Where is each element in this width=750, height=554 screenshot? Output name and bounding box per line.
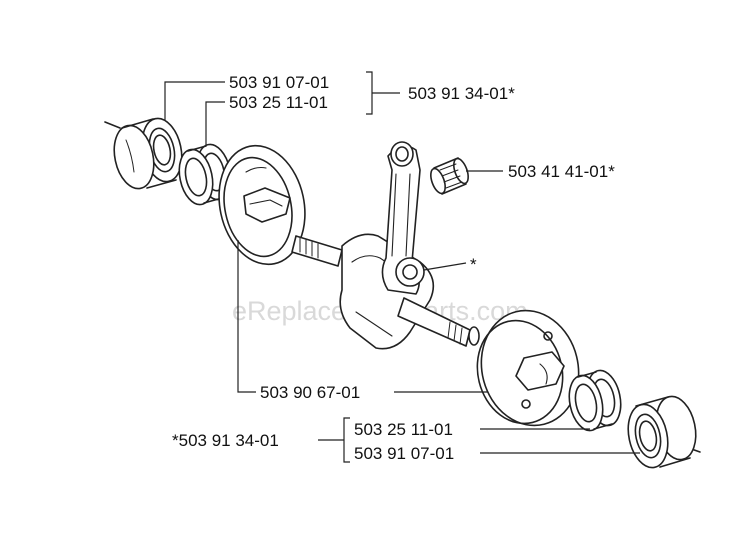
axis-line-left (104, 121, 121, 129)
leader-conrod (423, 262, 467, 271)
connecting-rod (381, 141, 425, 295)
crank-web-left (218, 144, 306, 266)
callout-conrod-mark: * (470, 255, 477, 274)
callout-crankshaft: 503 90 67-01 (260, 383, 360, 402)
leader-lines (164, 71, 640, 463)
leader-bearing-top (164, 81, 225, 120)
callout-kit-top: 503 91 34-01* (408, 84, 515, 103)
crank-web-right (476, 309, 580, 427)
bracket-top (366, 71, 373, 115)
bracket-bottom (343, 417, 350, 463)
callout-kit-bottom: *503 91 34-01 (172, 431, 279, 450)
leader-crankshaft-left (237, 240, 256, 393)
callout-race-bottom: 503 25 11-01 (354, 420, 453, 439)
callout-bearing-bottom: 503 91 07-01 (354, 444, 454, 463)
leader-race-top (205, 101, 225, 145)
callout-bearing-top: 503 91 07-01 (229, 73, 329, 92)
callout-needle-bearing: 503 41 41-01* (508, 162, 615, 181)
callout-race-top: 503 25 11-01 (229, 93, 328, 112)
ball-bearing-bottom (627, 395, 697, 469)
callout-labels: 503 91 07-01 503 25 11-01 503 91 34-01* … (172, 73, 615, 463)
bearing-race-bottom (568, 369, 622, 432)
crankshaft-stub-right (397, 297, 480, 347)
needle-bearing (430, 157, 469, 195)
crankshaft-stub-left (291, 235, 343, 267)
ball-bearing-top (113, 117, 183, 190)
